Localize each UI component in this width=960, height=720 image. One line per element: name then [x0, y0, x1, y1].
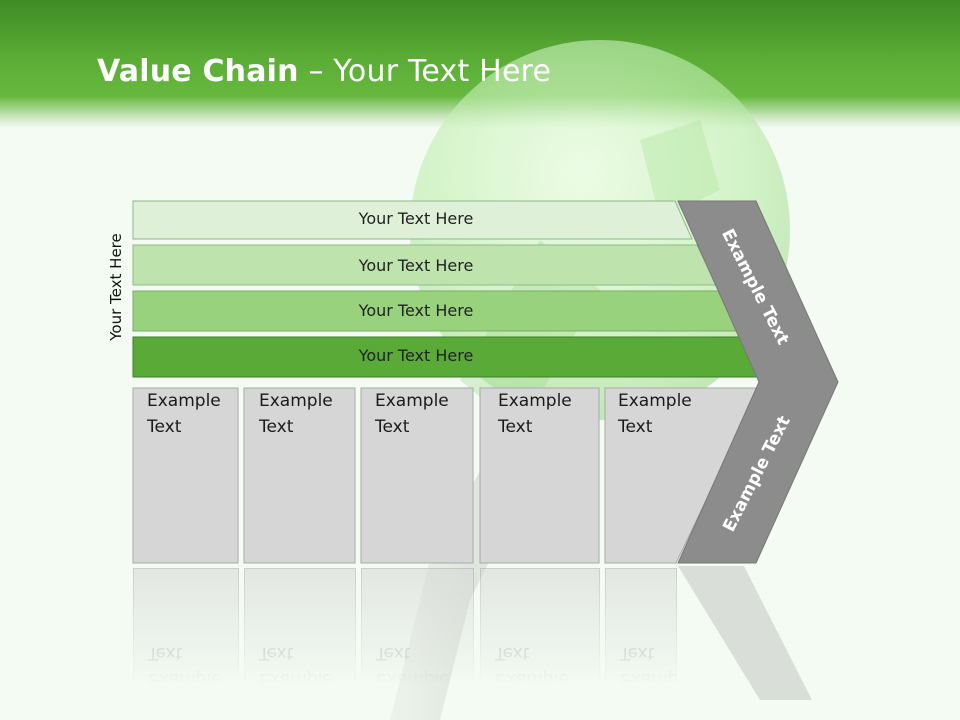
- support-label-1: Your Text Here: [358, 209, 474, 228]
- vertical-label: Your Text Here: [107, 233, 125, 341]
- primary-cell-1: [132, 387, 239, 564]
- title-rest: – Your Text Here: [298, 54, 552, 89]
- page-title: Value Chain – Your Text Here: [97, 54, 551, 89]
- support-label-4: Your Text Here: [358, 346, 474, 365]
- primary-cell-3: [360, 387, 474, 564]
- primary-activities: [132, 387, 761, 564]
- support-label-3: Your Text Here: [358, 301, 474, 320]
- support-label-2: Your Text Here: [358, 256, 474, 275]
- margin-chevron-reflection: [678, 566, 812, 700]
- support-activities: [132, 200, 765, 378]
- primary-cell-2: [243, 387, 356, 564]
- support-bar-1: [132, 200, 693, 240]
- margin-chevron: [677, 200, 839, 564]
- title-bold: Value Chain: [97, 54, 299, 89]
- primary-cell-4: [479, 387, 600, 564]
- primary-cell-5: [604, 387, 761, 564]
